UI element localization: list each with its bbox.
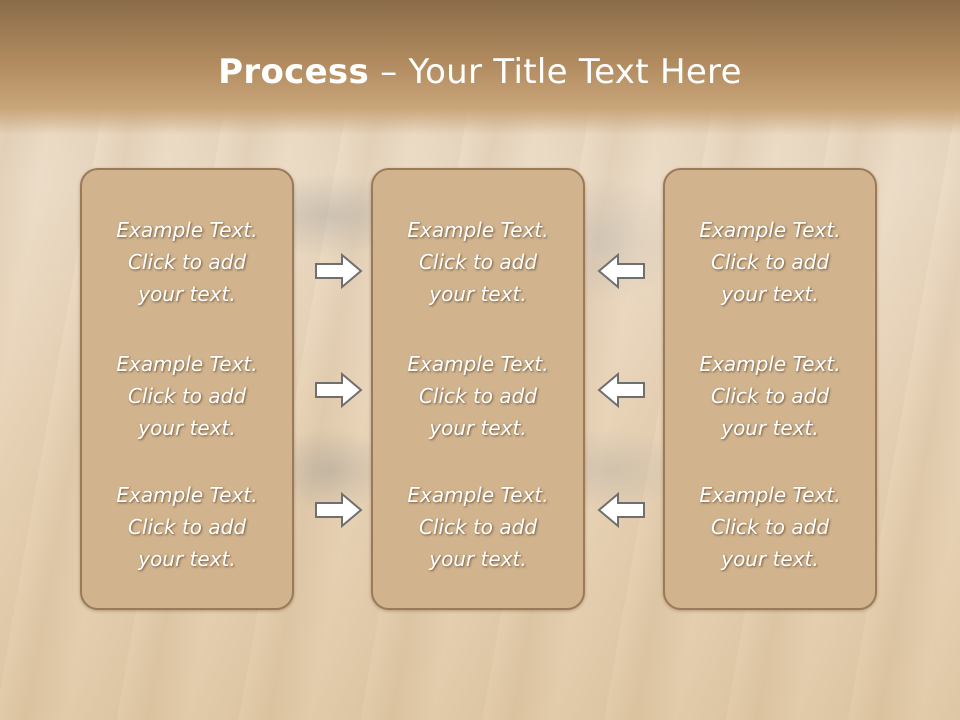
text-block[interactable]: Example Text. Click to add your text. [407, 218, 549, 306]
arrow-right-icon [313, 490, 365, 530]
text-block[interactable]: Example Text. Click to add your text. [699, 218, 841, 306]
text-block[interactable]: Example Text. Click to add your text. [407, 483, 549, 571]
text-block[interactable]: Example Text. Click to add your text. [699, 352, 841, 440]
text-block[interactable]: Example Text. Click to add your text. [699, 483, 841, 571]
text-block[interactable]: Example Text. Click to add your text. [116, 352, 258, 440]
arrow-left-icon [595, 251, 647, 291]
arrow-left-icon [595, 490, 647, 530]
process-box-1[interactable]: Example Text. Click to add your text. Ex… [80, 168, 294, 610]
arrow-right-icon [313, 251, 365, 291]
slide-title[interactable]: Process – Your Title Text Here [0, 52, 960, 92]
title-bold: Process [218, 52, 370, 92]
title-band [0, 0, 960, 135]
process-box-2[interactable]: Example Text. Click to add your text. Ex… [371, 168, 585, 610]
text-block[interactable]: Example Text. Click to add your text. [116, 483, 258, 571]
title-rest: – Your Title Text Here [369, 52, 742, 92]
arrow-right-icon [313, 370, 365, 410]
text-block[interactable]: Example Text. Click to add your text. [116, 218, 258, 306]
text-block[interactable]: Example Text. Click to add your text. [407, 352, 549, 440]
arrow-left-icon [595, 370, 647, 410]
process-box-3[interactable]: Example Text. Click to add your text. Ex… [663, 168, 877, 610]
